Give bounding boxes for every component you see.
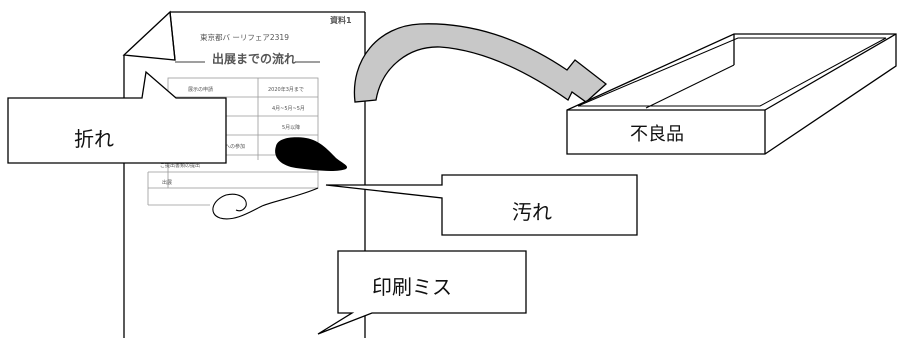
table-row-5-col1: 出展 bbox=[162, 179, 172, 186]
ink-stain bbox=[275, 137, 348, 171]
table-row-2-col2: 5月以降 bbox=[282, 124, 300, 131]
table-row-0-col2: 2020年3月まで bbox=[268, 86, 304, 93]
callout-fold: 折れ bbox=[7, 70, 227, 164]
folded-corner bbox=[122, 10, 176, 61]
document-title: 出展までの流れ bbox=[212, 51, 296, 66]
document: 資料1 東京都バ ーリフェア2319 出展までの流れ 展示の申請 2020年3月… bbox=[122, 10, 366, 338]
table-row-0-col1: 展示の申請 bbox=[188, 86, 213, 93]
curved-arrow bbox=[353, 23, 608, 103]
table-row-1-col2: 4月~5月~5月 bbox=[272, 106, 305, 112]
callout-stain-label: 汚れ bbox=[512, 200, 552, 224]
smudge-outline bbox=[212, 187, 319, 220]
document-subtitle: 東京都バ ーリフェア2319 bbox=[200, 32, 289, 42]
tray-label: 不良品 bbox=[630, 124, 684, 145]
defective-tray: 不良品 bbox=[566, 33, 897, 155]
callout-misprint: 印刷ミス bbox=[317, 250, 527, 335]
table-row-4-col1: ご提出書類の提出 bbox=[160, 162, 200, 169]
document-badge: 資料1 bbox=[330, 15, 352, 25]
callout-stain: 汚れ bbox=[325, 174, 638, 236]
table-row-3-col1: 説明会への参加 bbox=[210, 143, 245, 150]
callout-misprint-label: 印刷ミス bbox=[372, 275, 452, 299]
callout-fold-label: 折れ bbox=[74, 127, 114, 151]
